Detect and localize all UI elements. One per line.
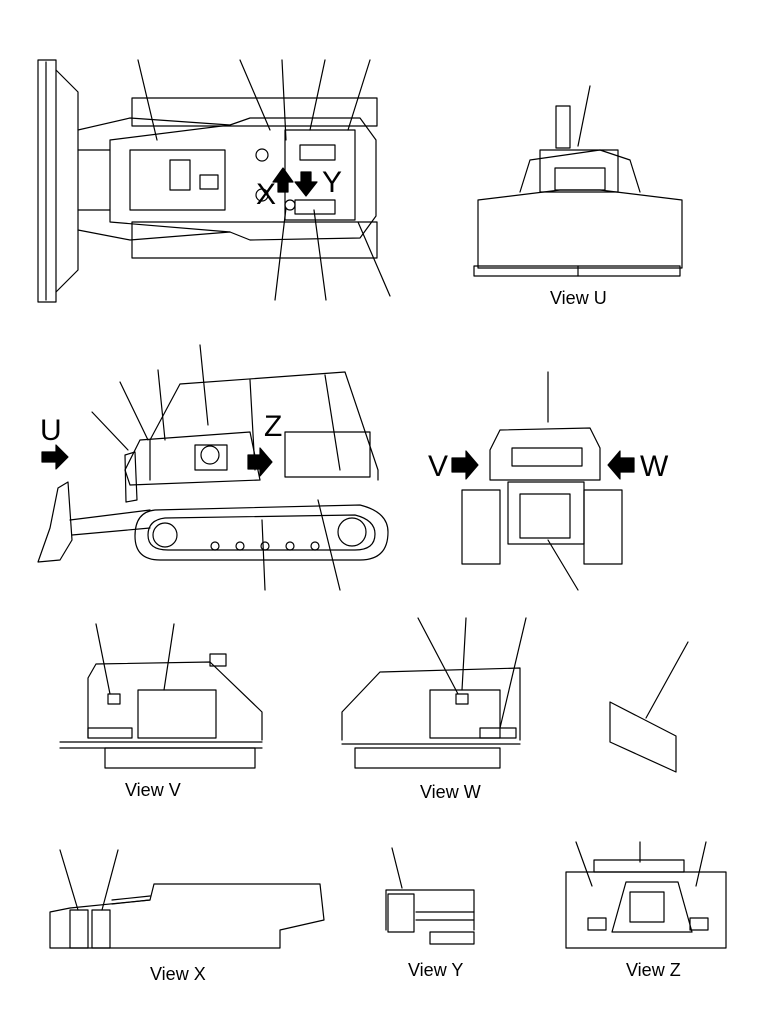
caption-view-w: View W [420, 782, 481, 802]
caption-view-z: View Z [626, 960, 681, 980]
view-w-drawing [342, 618, 526, 768]
caption-view-y: View Y [408, 960, 464, 980]
top-view-dozer [38, 60, 390, 302]
view-w-body [342, 668, 520, 740]
view-x-body [50, 884, 324, 948]
view-u-blade [478, 190, 682, 268]
arrow-v-right-icon [452, 451, 478, 479]
caption-view-u: View U [550, 288, 607, 308]
caption-view-x: View X [150, 964, 206, 984]
label-x: X [256, 178, 277, 211]
view-y-body [386, 890, 474, 930]
view-z-drawing [566, 842, 726, 948]
label-z: Z [264, 410, 283, 443]
rear-view-hood [490, 428, 600, 480]
arrow-u-right-icon [42, 445, 68, 469]
view-z-body [566, 872, 726, 948]
top-view-blade [38, 60, 56, 302]
view-v-body [88, 662, 262, 740]
top-view-body [110, 118, 376, 240]
view-v-drawing [60, 624, 262, 768]
decal-plate-outline [610, 702, 676, 772]
view-x-drawing [50, 850, 324, 948]
side-view-track [135, 505, 388, 560]
arrow-w-left-icon [608, 451, 634, 479]
view-y-drawing [386, 848, 474, 944]
decal-plate [610, 642, 688, 772]
arrow-z-right-icon [248, 448, 272, 476]
label-w: W [640, 450, 669, 483]
view-u-exhaust [556, 106, 570, 148]
top-view-track-lower [132, 222, 377, 258]
caption-view-v: View V [125, 780, 181, 800]
label-y: Y [322, 166, 343, 199]
rear-view-track-right [584, 490, 622, 564]
rear-view-dozer [452, 428, 634, 590]
side-view-rops [150, 372, 378, 480]
top-view-track-upper [132, 98, 377, 126]
label-v: V [428, 450, 449, 483]
view-u-drawing [474, 86, 682, 276]
view-u-cutting-edge [474, 266, 680, 276]
side-view-dozer [38, 345, 548, 590]
label-u: U [40, 414, 62, 447]
arrow-x-up-icon [273, 168, 293, 192]
side-view-blade [38, 482, 72, 562]
rear-view-track-left [462, 490, 500, 564]
arrow-y-down-icon [295, 172, 317, 196]
